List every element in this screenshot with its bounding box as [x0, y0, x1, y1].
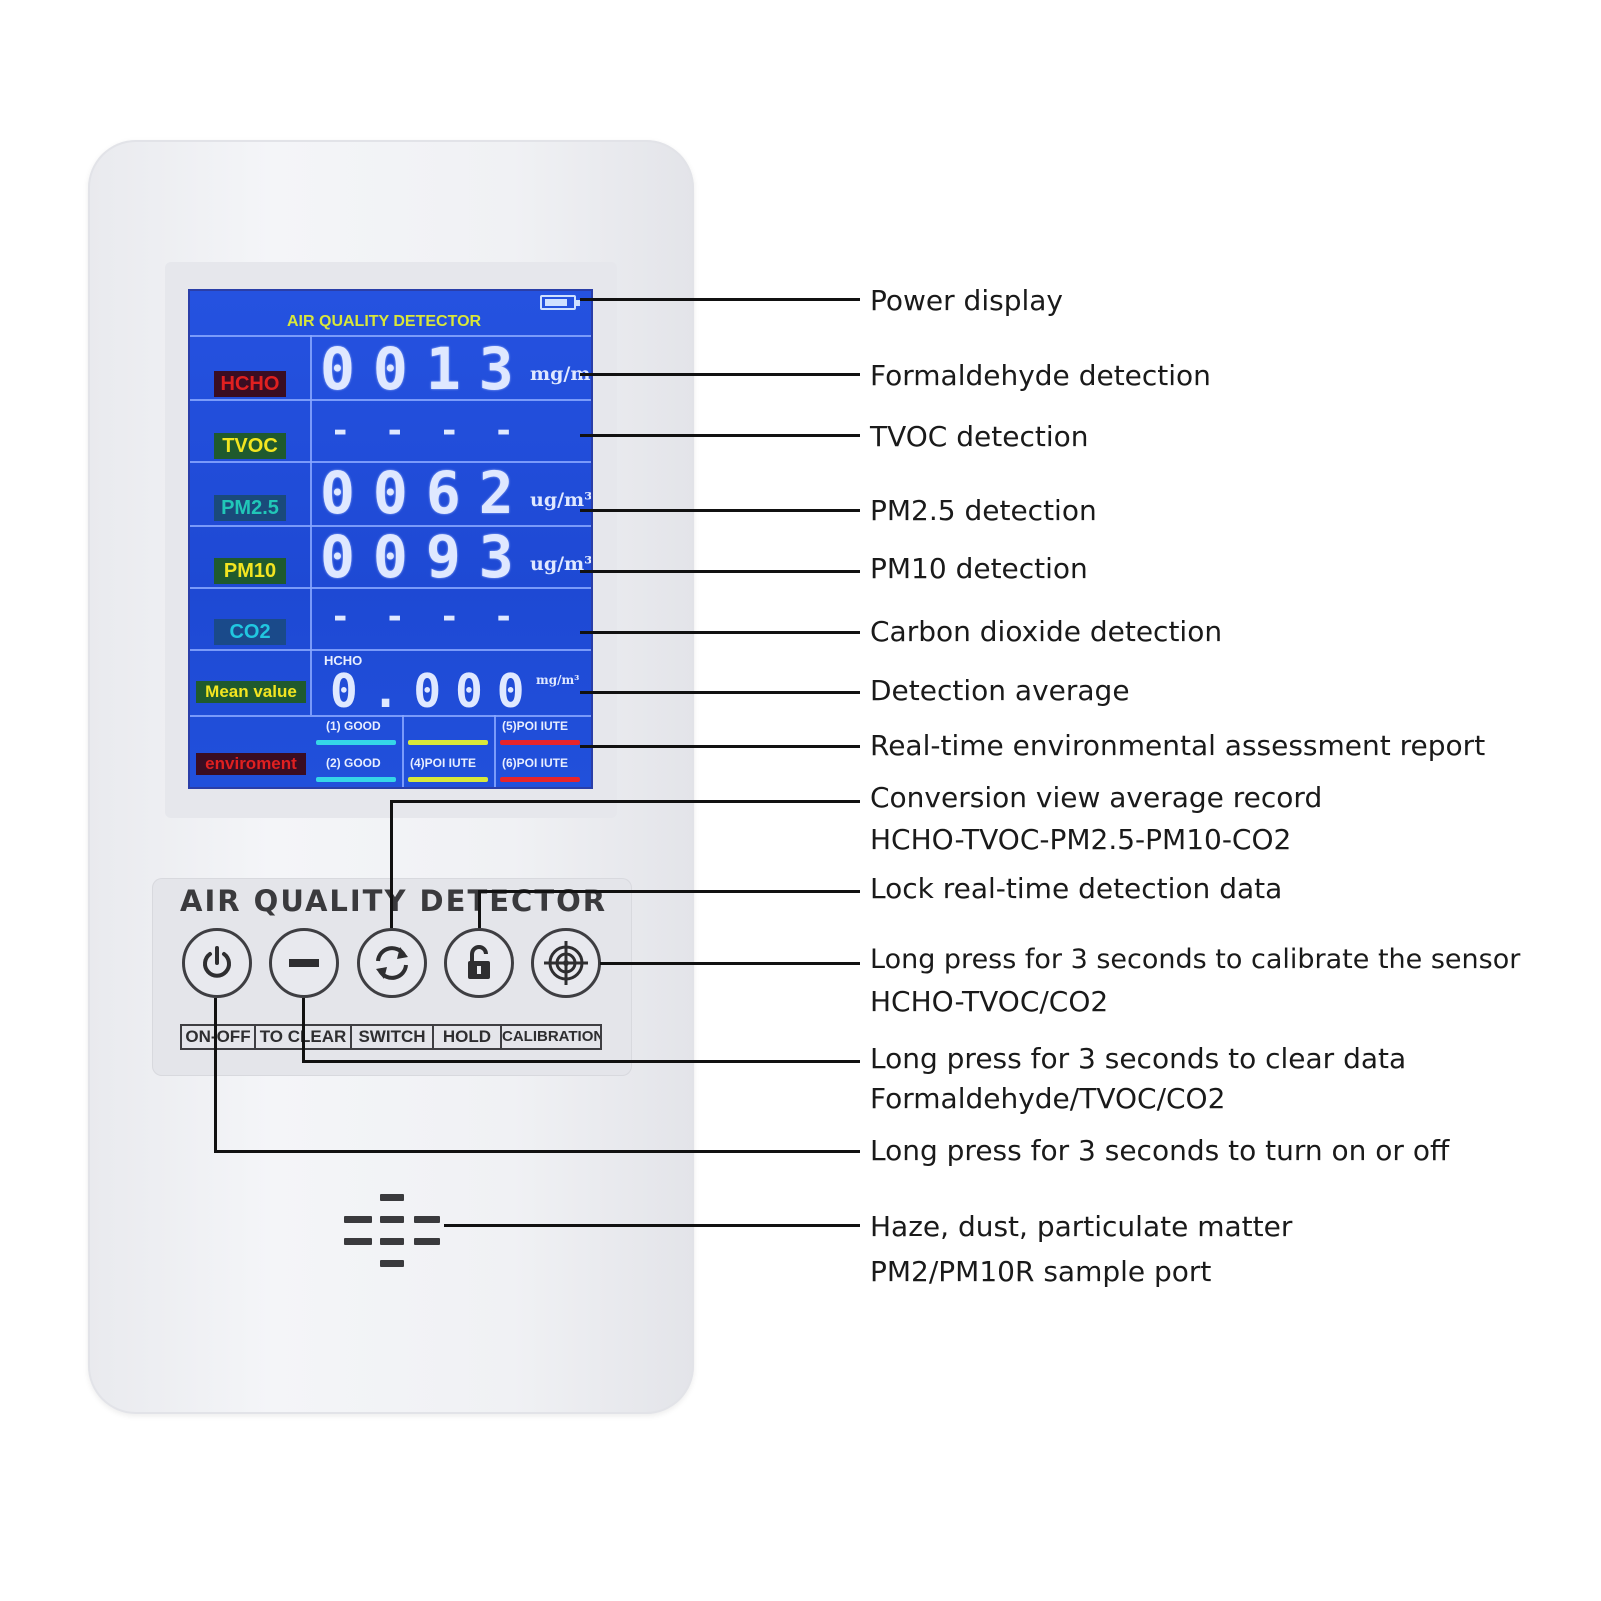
env-level-6: (6)POI IUTE: [502, 756, 569, 770]
leader-average: [580, 691, 860, 694]
target-icon: [544, 941, 588, 985]
leader-pm25: [580, 509, 860, 512]
hcho-reading: 0013: [320, 335, 532, 403]
leader-power: [580, 298, 860, 301]
callout-hcho: Formaldehyde detection: [870, 359, 1211, 392]
env-level-5: (5)POI IUTE: [502, 719, 569, 733]
grid-line: [190, 335, 591, 337]
grid-line: [190, 525, 591, 527]
minus-icon: [289, 959, 319, 967]
callout-clear-line1: Long press for 3 seconds to clear data: [870, 1042, 1407, 1075]
tvoc-reading: ----: [330, 411, 548, 451]
grid-line: [494, 715, 496, 787]
power-icon: [203, 946, 231, 978]
callout-hold: Lock real-time detection data: [870, 872, 1283, 905]
env-bar-good: [316, 777, 396, 782]
callout-pm10: PM10 detection: [870, 552, 1088, 585]
mean-reading: 0.000: [330, 664, 539, 718]
env-bar-poor: [500, 740, 580, 745]
callout-calib-line2: HCHO-TVOC/CO2: [870, 985, 1109, 1018]
pm25-tag: PM2.5: [214, 495, 286, 521]
switch-button[interactable]: [357, 928, 427, 998]
grid-line: [190, 461, 591, 463]
callout-average: Detection average: [870, 674, 1130, 707]
env-level-4: (4)POI IUTE: [410, 756, 477, 770]
calibration-label: CALIBRATION: [502, 1028, 600, 1045]
battery-icon: [540, 295, 580, 310]
leader-tvoc: [580, 434, 860, 437]
callout-switch-line1: Conversion view average record: [870, 781, 1323, 814]
leader-onoff-v: [214, 998, 217, 1152]
hcho-tag: HCHO: [214, 371, 286, 397]
callout-switch-line2: HCHO-TVOC-PM2.5-PM10-CO2: [870, 823, 1292, 856]
leader-co2: [580, 631, 860, 634]
callout-tvoc: TVOC detection: [870, 420, 1089, 453]
callout-env: Real-time environmental assessment repor…: [870, 729, 1486, 762]
env-label: enviroment: [196, 753, 306, 775]
unlock-icon: [468, 945, 490, 979]
hcho-unit: mg/m³: [530, 363, 593, 385]
clear-button[interactable]: [269, 928, 339, 998]
pm10-reading: 0093: [320, 523, 532, 591]
grid-line: [190, 587, 591, 589]
tvoc-tag: TVOC: [214, 433, 286, 459]
callout-co2: Carbon dioxide detection: [870, 615, 1223, 648]
env-bar-moderate: [408, 740, 488, 745]
co2-tag: CO2: [214, 619, 286, 645]
leader-switch-v: [390, 800, 393, 928]
leader-hold-v: [478, 890, 481, 928]
sample-port: [340, 1190, 450, 1270]
env-level-2: (2) GOOD: [326, 756, 381, 770]
co2-reading: ----: [330, 597, 548, 637]
callout-port-line2: PM2/PM10R sample port: [870, 1255, 1212, 1288]
leader-hcho: [580, 373, 860, 376]
screen-title: AIR QUALITY DETECTOR: [287, 313, 482, 330]
env-bar-good: [316, 740, 396, 745]
leader-port: [444, 1224, 860, 1227]
leader-env: [580, 745, 860, 748]
pm10-unit: ug/m³: [530, 553, 593, 575]
callout-calib-line1: Long press for 3 seconds to calibrate th…: [870, 944, 1521, 975]
refresh-icon: [376, 946, 408, 980]
env-level-1: (1) GOOD: [326, 719, 381, 733]
callout-onoff: Long press for 3 seconds to turn on or o…: [870, 1134, 1450, 1167]
callout-pm25: PM2.5 detection: [870, 494, 1097, 527]
leader-clear-v: [302, 998, 305, 1062]
lcd-screen: AIR QUALITY DETECTOR HCHO 0013 mg/m³ TVO…: [188, 289, 593, 789]
grid-line: [190, 649, 591, 651]
callout-clear-line2: Formaldehyde/TVOC/CO2: [870, 1082, 1226, 1115]
grid-line: [190, 715, 591, 717]
leader-calib: [600, 962, 860, 965]
hold-button[interactable]: [444, 928, 514, 998]
pm25-unit: ug/m³: [530, 489, 593, 511]
mean-label: Mean value: [196, 681, 306, 703]
power-button[interactable]: [182, 928, 252, 998]
hold-label: HOLD: [434, 1026, 502, 1048]
grid-line: [402, 715, 404, 787]
mean-unit: mg/m³: [536, 673, 580, 687]
leader-clear-h: [302, 1060, 860, 1063]
callout-power: Power display: [870, 284, 1063, 317]
leader-pm10: [580, 570, 860, 573]
pm25-reading: 0062: [320, 459, 532, 527]
leader-hold-h: [478, 890, 860, 893]
env-bar-poor: [500, 777, 580, 782]
calibration-button[interactable]: [531, 928, 601, 998]
button-labels: ON-OFF TO CLEAR SWITCH HOLD CALIBRATION: [180, 1024, 602, 1050]
leader-switch-h: [390, 800, 860, 803]
grid-line: [190, 399, 591, 401]
callout-port-line1: Haze, dust, particulate matter: [870, 1210, 1293, 1243]
onoff-label: ON-OFF: [182, 1026, 256, 1048]
pm10-tag: PM10: [214, 558, 286, 584]
env-bar-moderate: [408, 777, 488, 782]
leader-onoff-h: [214, 1150, 860, 1153]
switch-label: SWITCH: [352, 1026, 434, 1048]
mean-param: HCHO: [324, 653, 363, 668]
